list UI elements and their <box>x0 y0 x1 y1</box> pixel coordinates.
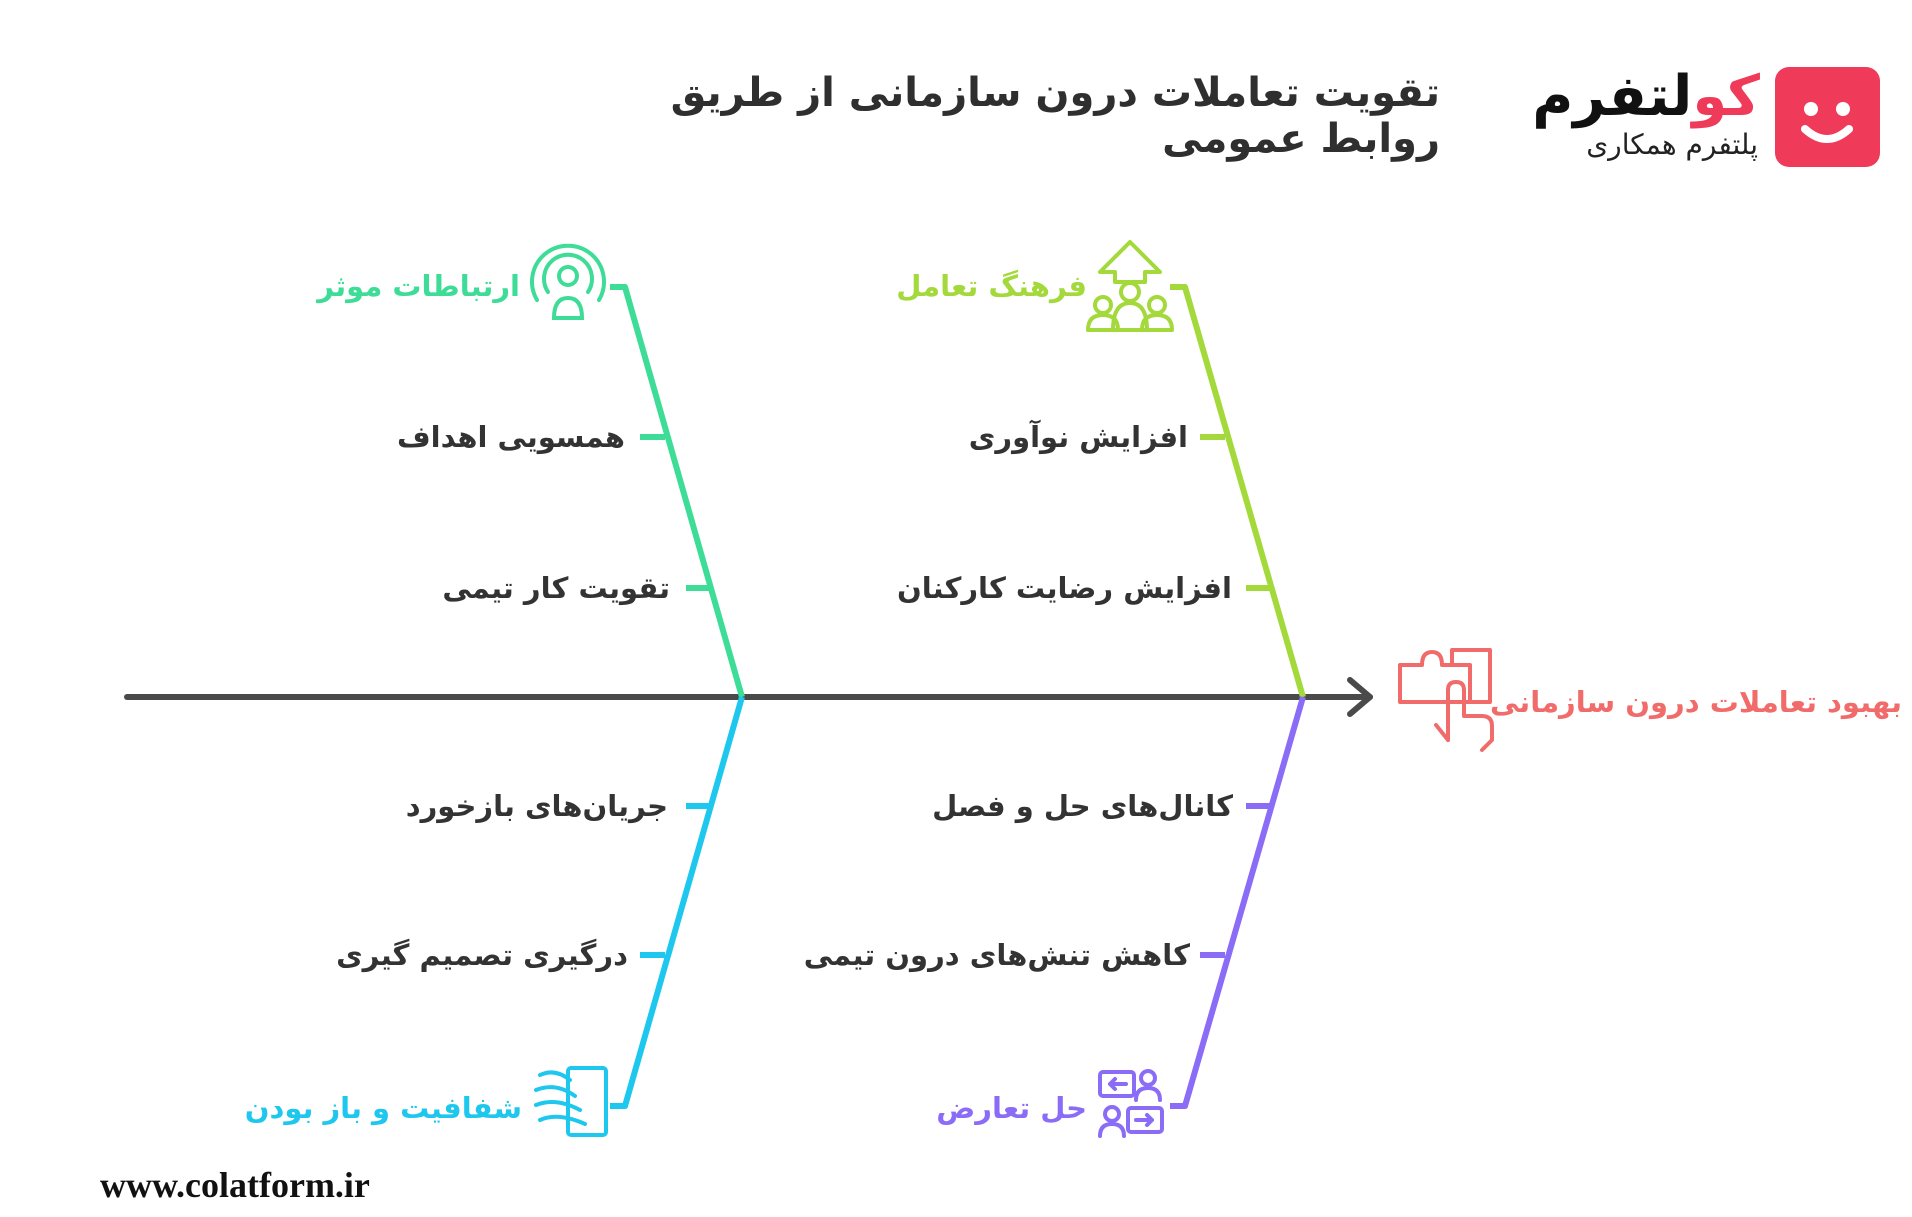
cause-label: کانال‌های حل و فصل <box>932 789 1233 823</box>
people-exchange-icon <box>1098 1069 1164 1138</box>
bone-transparency <box>610 696 745 1109</box>
cause-label: جریان‌های بازخورد <box>405 789 668 823</box>
spine-arrowhead <box>1347 677 1373 717</box>
cause-label: همسویی اهداف <box>397 420 625 454</box>
category-label-interaction-culture: فرهنگ تعامل <box>896 269 1087 303</box>
bone-conflict-resolution <box>1170 696 1306 1109</box>
broadcast-person-icon <box>530 243 606 320</box>
colatform-logo: کولتفرم پلتفرم همکاری <box>1500 62 1880 172</box>
window-wind-icon <box>534 1066 608 1137</box>
logo-tagline: پلتفرم همکاری <box>1586 128 1758 161</box>
logo-wordmark: کولتفرم <box>1532 64 1761 129</box>
cause-label: افزایش رضایت کارکنان <box>897 571 1232 605</box>
website-url: www.colatform.ir <box>100 1165 370 1205</box>
cause-label: درگیری تصمیم گیری <box>336 938 628 972</box>
puzzle-hand-icon <box>1398 648 1494 752</box>
effect-label: بهبود تعاملات درون سازمانی <box>1489 685 1902 719</box>
cause-label: افزایش نوآوری <box>968 420 1188 454</box>
smiley-logo-icon <box>1775 67 1880 167</box>
category-label-transparency: شفافیت و باز بودن <box>244 1091 522 1125</box>
bone-effective-communication <box>610 284 745 698</box>
bone-interaction-culture <box>1170 284 1306 698</box>
page-title: تقویت تعاملات درون سازمانی از طریق روابط… <box>670 70 1440 162</box>
cause-label: کاهش تنش‌های درون تیمی <box>803 938 1190 972</box>
category-label-effective-communication: ارتباطات موثر <box>317 269 520 303</box>
group-growth-icon <box>1086 240 1174 332</box>
category-label-conflict-resolution: حل تعارض <box>936 1091 1087 1125</box>
cause-label: تقویت کار تیمی <box>442 571 670 605</box>
